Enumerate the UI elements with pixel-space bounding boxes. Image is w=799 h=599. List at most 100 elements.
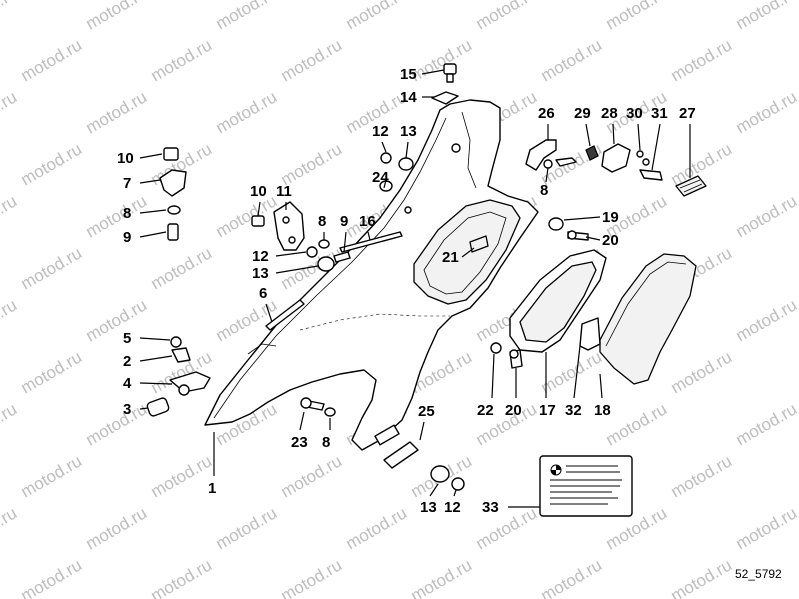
watermark-text: motod.ru xyxy=(603,399,671,449)
watermark-text: motod.ru xyxy=(213,87,281,137)
callout-9: 9 xyxy=(340,213,348,230)
callout-12: 12 xyxy=(252,248,269,265)
leader-line-7 xyxy=(139,179,161,184)
callout-13: 13 xyxy=(252,265,269,282)
main-fairing-part xyxy=(204,99,539,451)
watermark-text: motod.ru xyxy=(668,35,736,85)
leader-lines xyxy=(139,69,691,508)
leader-line-19 xyxy=(563,216,601,221)
watermark-text: motod.ru xyxy=(278,451,346,501)
callout-27: 27 xyxy=(679,105,696,122)
leader-line-25 xyxy=(419,421,425,441)
leader-line-3 xyxy=(139,407,149,410)
callout-23: 23 xyxy=(291,434,308,451)
callout-16: 16 xyxy=(359,213,376,230)
leader-line-21 xyxy=(461,247,475,258)
callout-20: 20 xyxy=(505,402,522,419)
callout-32: 32 xyxy=(565,402,582,419)
callout-22: 22 xyxy=(477,402,494,419)
callout-17: 17 xyxy=(539,402,556,419)
callout-9: 9 xyxy=(123,229,131,246)
leader-line-12 xyxy=(453,489,457,497)
callout-2: 2 xyxy=(123,353,131,370)
callout-26: 26 xyxy=(538,105,555,122)
leader-line-4 xyxy=(139,382,173,385)
callout-29: 29 xyxy=(574,105,591,122)
watermark-text: motod.ru xyxy=(213,0,281,33)
callout-13: 13 xyxy=(420,499,437,516)
callout-19: 19 xyxy=(602,209,619,226)
leader-line-12 xyxy=(381,141,387,153)
leader-line-24 xyxy=(383,179,387,189)
watermark-text: motod.ru xyxy=(733,503,799,553)
callout-6: 6 xyxy=(259,285,267,302)
watermark-text: motod.ru xyxy=(18,347,86,397)
leader-line-31 xyxy=(651,123,661,171)
callout-21: 21 xyxy=(442,249,459,266)
leader-line-9 xyxy=(139,231,167,238)
callout-28: 28 xyxy=(601,105,618,122)
watermark-text: motod.ru xyxy=(0,191,20,241)
watermark-text: motod.ru xyxy=(668,451,736,501)
leader-line-2 xyxy=(139,355,173,362)
callout-12: 12 xyxy=(444,499,461,516)
leader-line-28 xyxy=(612,123,615,145)
watermark-text: motod.ru xyxy=(213,503,281,553)
leader-line-13 xyxy=(275,265,319,274)
info-label-card xyxy=(539,455,633,517)
watermark-text: motod.ru xyxy=(83,503,151,553)
callout-20: 20 xyxy=(602,232,619,249)
watermark-text: motod.ru xyxy=(18,139,86,189)
leader-line-6 xyxy=(265,303,273,323)
watermark-text: motod.ru xyxy=(83,295,151,345)
callout-31: 31 xyxy=(651,105,668,122)
watermark-text: motod.ru xyxy=(18,243,86,293)
watermark-text: motod.ru xyxy=(408,555,476,599)
watermark-text: motod.ru xyxy=(538,35,606,85)
hardware-parts xyxy=(146,63,707,491)
callout-8: 8 xyxy=(123,205,131,222)
inner-liner-part xyxy=(509,249,607,353)
callout-11: 11 xyxy=(276,183,292,200)
watermark-text: motod.ru xyxy=(278,139,346,189)
leader-line-30 xyxy=(637,123,641,151)
leader-line-8 xyxy=(545,167,549,183)
watermark-text: motod.ru xyxy=(0,0,20,33)
callout-10: 10 xyxy=(250,183,267,200)
leader-line-32 xyxy=(573,345,581,399)
leader-line-12 xyxy=(275,251,307,257)
watermark-text: motod.ru xyxy=(18,35,86,85)
callout-10: 10 xyxy=(117,150,134,167)
watermark-text: motod.ru xyxy=(18,555,86,599)
callout-7: 7 xyxy=(123,175,131,192)
callout-15: 15 xyxy=(400,66,417,83)
watermark-text: motod.ru xyxy=(83,191,151,241)
watermark-text: motod.ru xyxy=(278,35,346,85)
callout-18: 18 xyxy=(594,402,611,419)
side-panel-part xyxy=(599,253,697,385)
leader-line-5 xyxy=(139,337,171,341)
watermark-text: motod.ru xyxy=(148,451,216,501)
watermark-text: motod.ru xyxy=(343,503,411,553)
callout-4: 4 xyxy=(123,375,132,392)
leader-line-13 xyxy=(405,141,409,159)
watermark-text: motod.ru xyxy=(733,191,799,241)
callout-1: 1 xyxy=(208,480,216,497)
callout-12: 12 xyxy=(372,123,389,140)
leader-line-15 xyxy=(421,69,445,75)
watermark-text: motod.ru xyxy=(733,87,799,137)
watermark-text: motod.ru xyxy=(148,35,216,85)
watermark-text: motod.ru xyxy=(668,347,736,397)
callout-13: 13 xyxy=(400,123,417,140)
watermark-text: motod.ru xyxy=(83,399,151,449)
watermark-text: motod.ru xyxy=(473,0,541,33)
watermark-text: motod.ru xyxy=(408,35,476,85)
leader-line-23 xyxy=(299,411,305,431)
watermark-text: motod.ru xyxy=(538,555,606,599)
leader-line-8 xyxy=(139,209,167,214)
callout-30: 30 xyxy=(626,105,643,122)
watermark-text: motod.ru xyxy=(0,399,20,449)
watermark-text: motod.ru xyxy=(148,555,216,599)
